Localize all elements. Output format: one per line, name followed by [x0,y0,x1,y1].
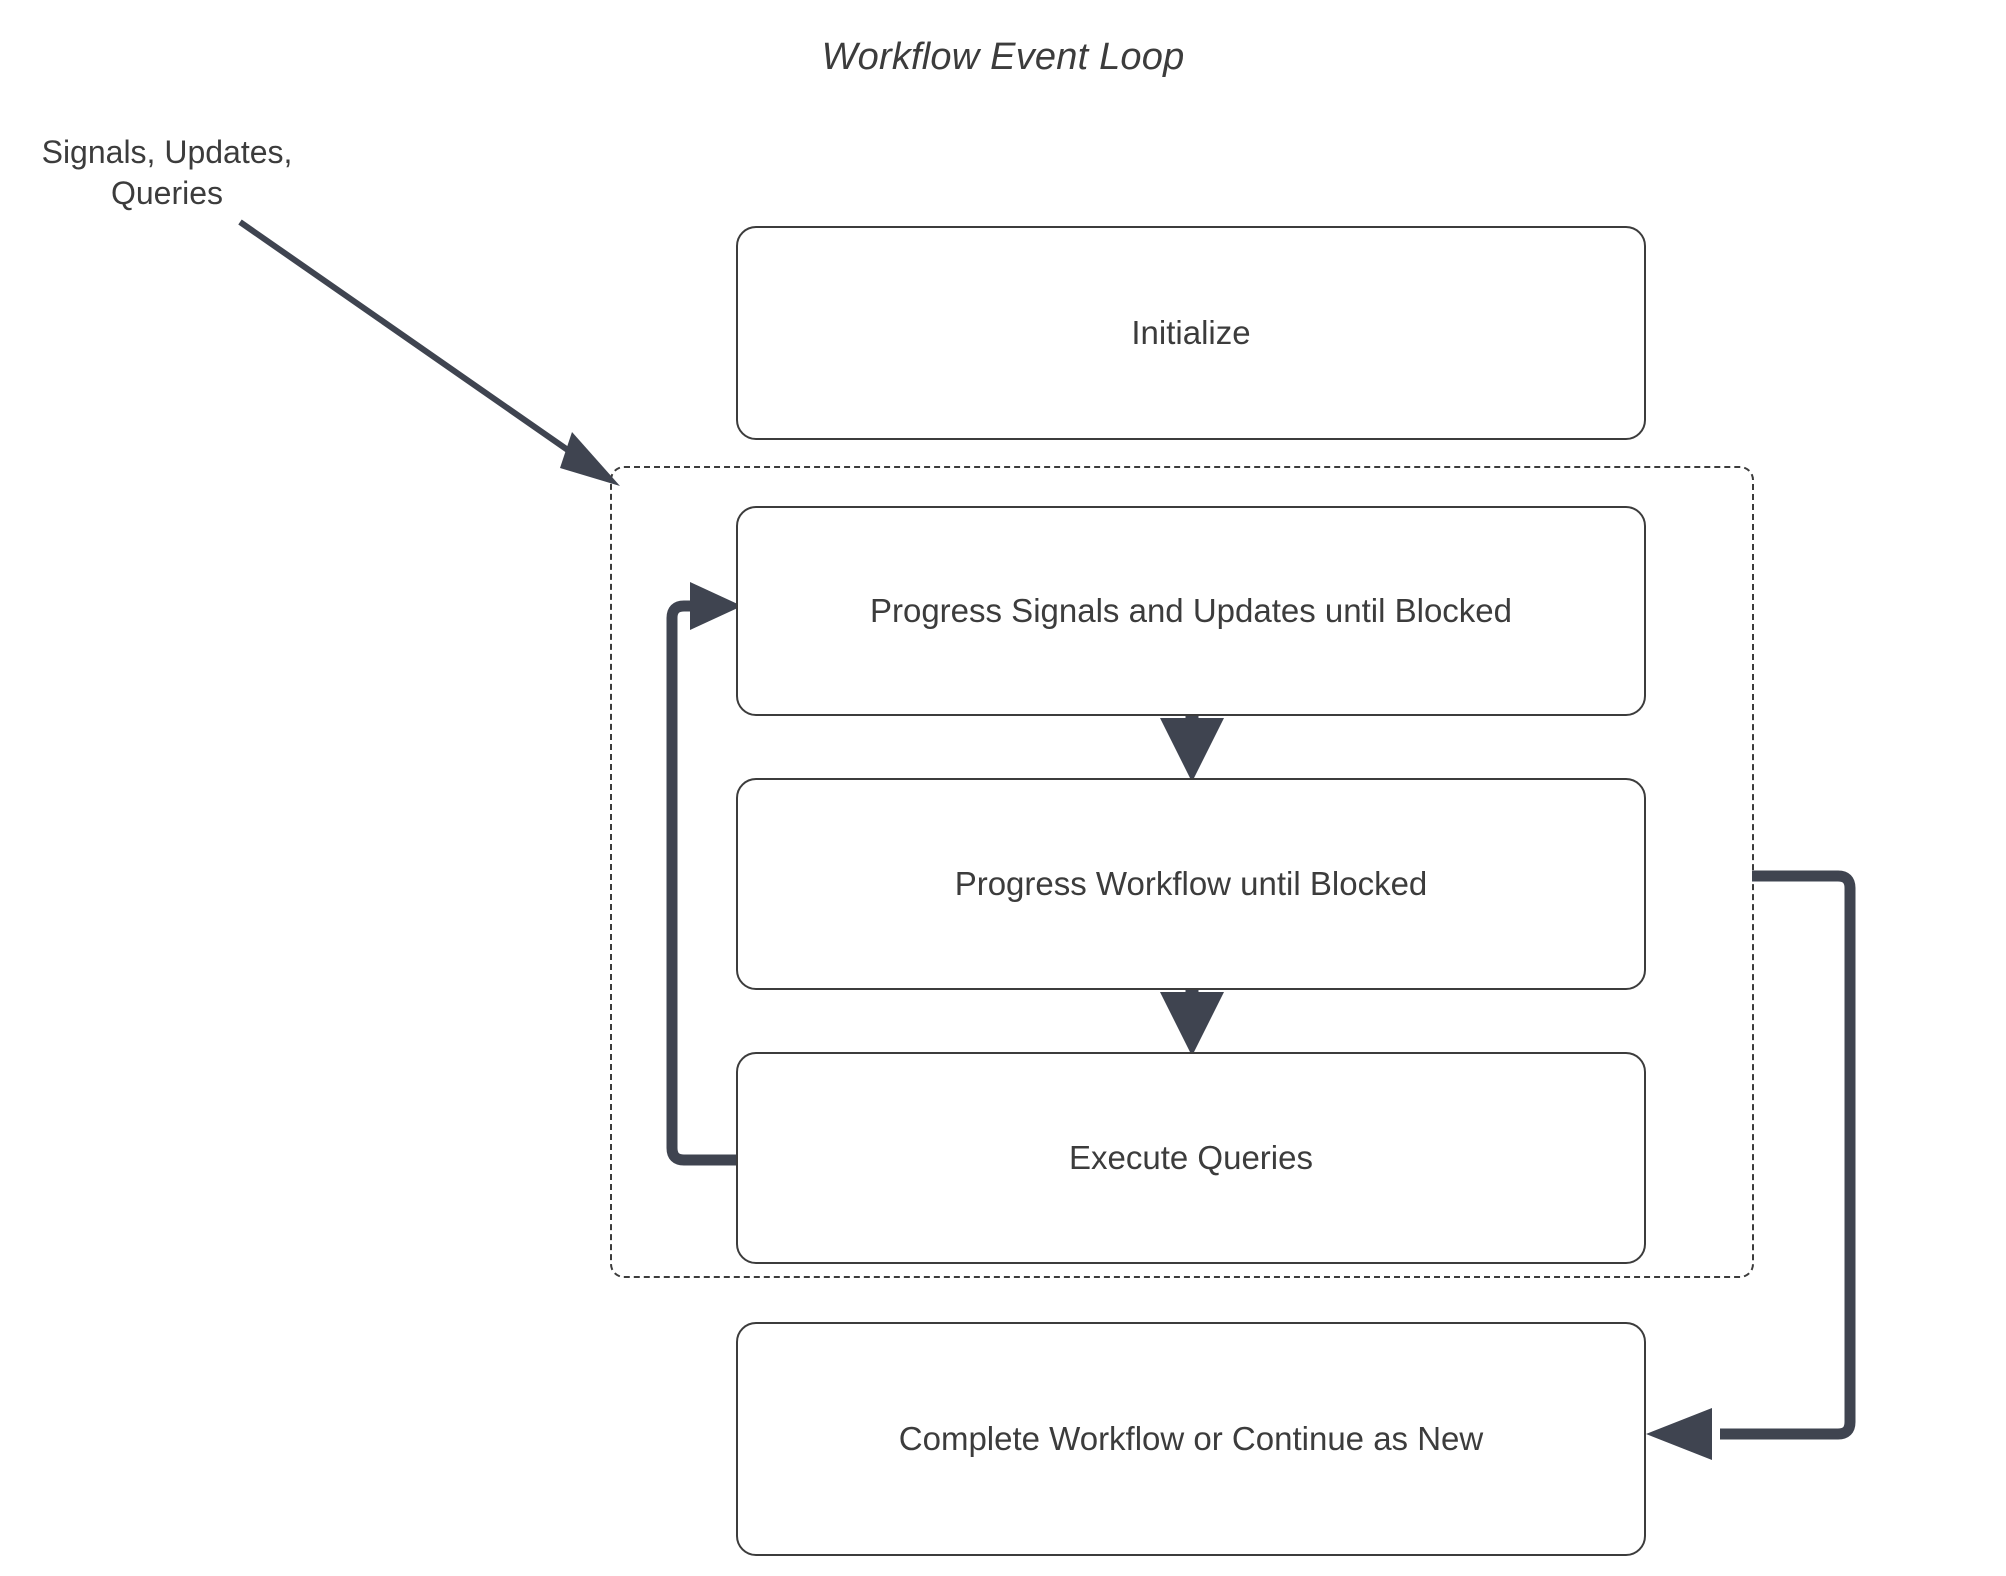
node-progress-workflow[interactable]: Progress Workflow until Blocked [736,778,1646,990]
node-initialize[interactable]: Initialize [736,226,1646,440]
node-complete-workflow[interactable]: Complete Workflow or Continue as New [736,1322,1646,1556]
node-execute-queries-label: Execute Queries [1069,1139,1313,1176]
node-execute-queries[interactable]: Execute Queries [736,1052,1646,1264]
edge-queries-loopback [666,582,742,1166]
edge-workflow-to-queries [1160,990,1224,1056]
node-complete-workflow-label: Complete Workflow or Continue as New [898,1420,1484,1457]
edge-loop-to-complete [1646,870,1856,1460]
node-initialize-label: Initialize [1131,314,1251,351]
node-progress-workflow-label: Progress Workflow until Blocked [954,865,1428,902]
external-input-label-line-1: Signals, Updates, [41,134,293,170]
node-progress-signals-updates-label: Progress Signals and Updates until Block… [869,592,1513,629]
node-progress-signals-updates[interactable]: Progress Signals and Updates until Block… [736,506,1646,716]
page-title: Workflow Event Loop [821,36,1185,78]
edge-signals-to-workflow [1160,716,1224,782]
edge-external-to-loop [238,219,620,486]
external-input-label: Signals, Updates, Queries [22,132,312,214]
external-input-label-line-2: Queries [110,174,224,211]
